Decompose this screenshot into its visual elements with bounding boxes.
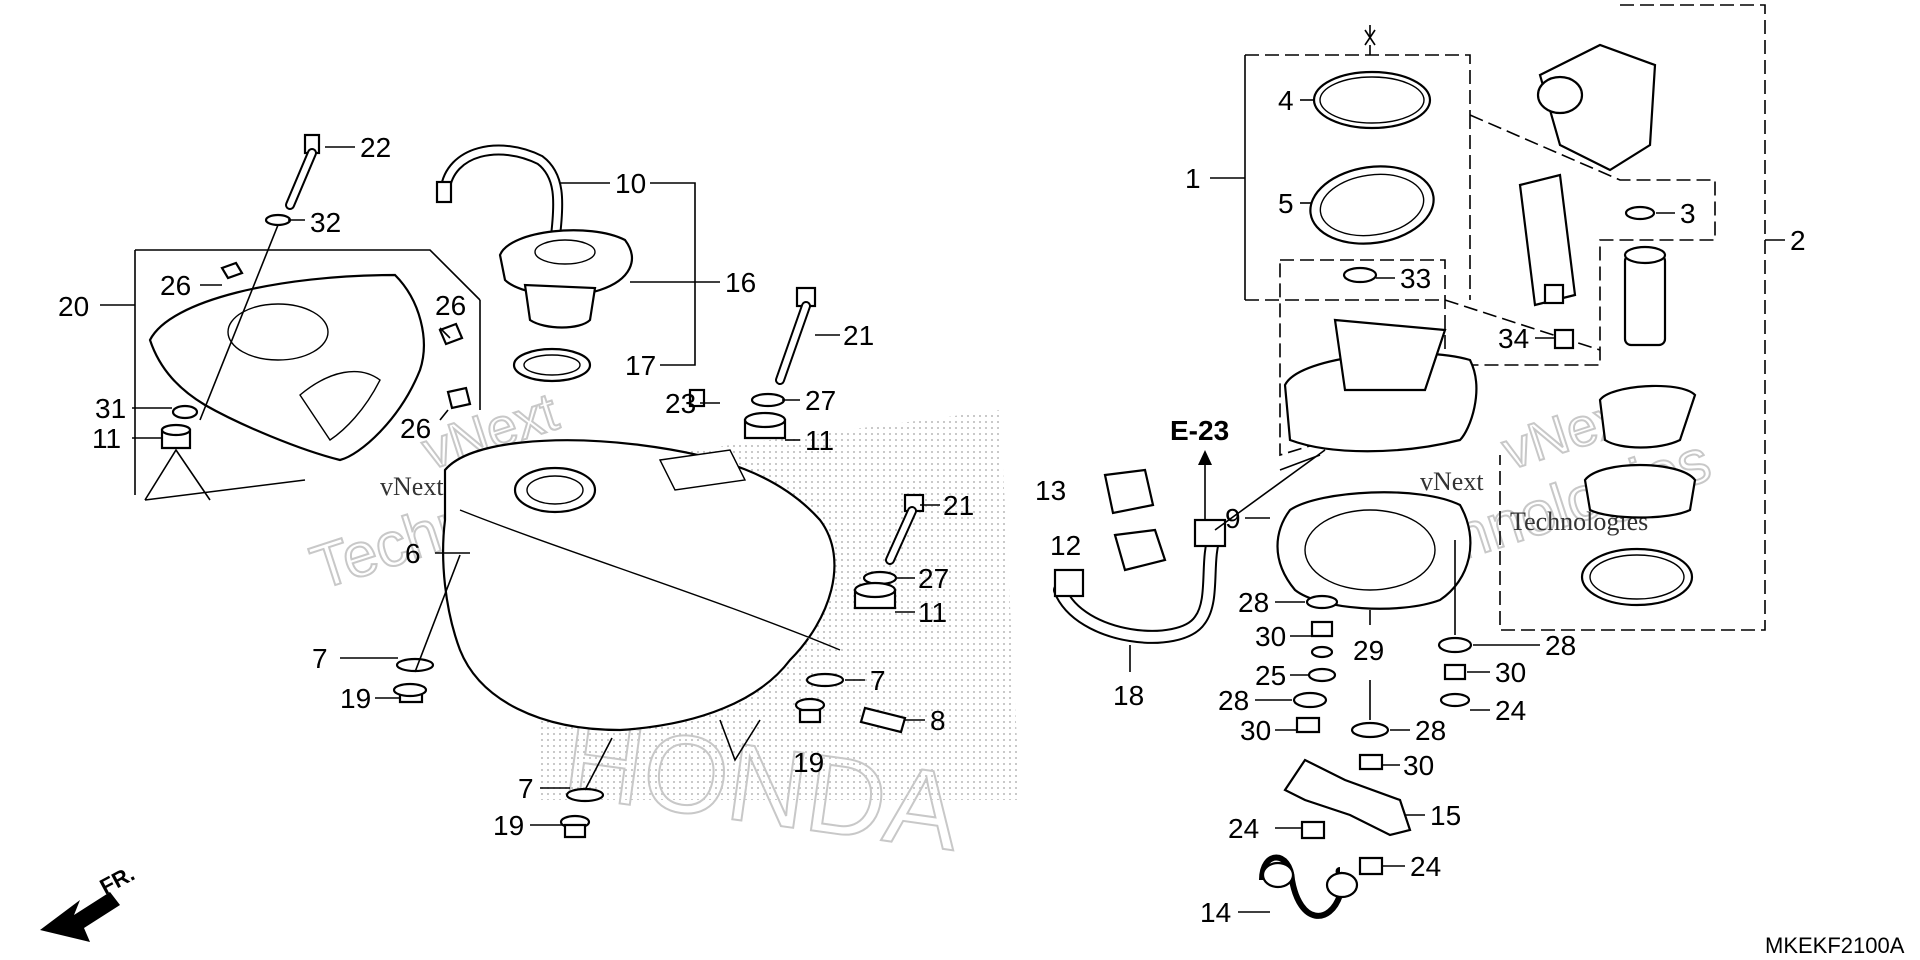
- callout-30: 30: [1240, 715, 1271, 746]
- callout-6: 6: [405, 538, 421, 569]
- callout-12: 12: [1050, 530, 1081, 561]
- callout-9: 9: [1225, 503, 1241, 534]
- callout-24: 24: [1410, 851, 1441, 882]
- callout-19: 19: [793, 747, 824, 778]
- tank-cover-group: [100, 133, 481, 501]
- watermark-vnext-small-right: vNext: [1420, 467, 1484, 496]
- callout-11: 11: [805, 425, 834, 456]
- callout-28: 28: [1545, 630, 1576, 661]
- callout-33: 33: [1400, 263, 1431, 294]
- callout-18: 18: [1113, 680, 1144, 711]
- callout-10: 10: [615, 168, 646, 199]
- callout-22: 22: [360, 132, 391, 163]
- callout-28: 28: [1238, 587, 1269, 618]
- callout-numbers: 22 32 26 20 26 26 31 11 10 16 17 21 23 2…: [58, 85, 1806, 928]
- callout-13: 13: [1035, 475, 1066, 506]
- callout-26: 26: [160, 270, 191, 301]
- callout-30: 30: [1403, 750, 1434, 781]
- callout-20: 20: [58, 291, 89, 322]
- callout-21: 21: [843, 320, 874, 351]
- front-direction-indicator: FR.: [40, 861, 139, 942]
- callout-26: 26: [400, 413, 431, 444]
- callout-4: 4: [1278, 85, 1294, 116]
- front-direction-label: FR.: [96, 861, 139, 900]
- reference-label: E-23: [1170, 415, 1229, 446]
- front-arrow-icon: [40, 892, 120, 942]
- callout-25: 25: [1255, 660, 1286, 691]
- callout-11: 11: [92, 423, 121, 454]
- callout-5: 5: [1278, 188, 1294, 219]
- callout-11: 11: [918, 597, 947, 628]
- callout-19: 19: [493, 810, 524, 841]
- callout-27: 27: [805, 385, 836, 416]
- callout-24: 24: [1228, 813, 1259, 844]
- callout-24: 24: [1495, 695, 1526, 726]
- callout-2: 2: [1790, 225, 1806, 256]
- callout-1: 1: [1185, 163, 1201, 194]
- callout-30: 30: [1495, 657, 1526, 688]
- callout-34: 34: [1498, 323, 1529, 354]
- callout-26: 26: [435, 290, 466, 321]
- callout-23: 23: [665, 388, 696, 419]
- callout-29: 29: [1353, 635, 1384, 666]
- hose-gasket-group: [1053, 449, 1540, 919]
- callout-14: 14: [1200, 897, 1231, 928]
- fuel-tank: [340, 286, 940, 839]
- callout-30: 30: [1255, 621, 1286, 652]
- callout-19: 19: [340, 683, 371, 714]
- callout-16: 16: [725, 267, 756, 298]
- callout-8: 8: [930, 705, 946, 736]
- callout-21: 21: [943, 490, 974, 521]
- fuel-cap-group: [435, 144, 720, 383]
- callout-27: 27: [918, 563, 949, 594]
- callout-3: 3: [1680, 198, 1696, 229]
- callout-28: 28: [1415, 715, 1446, 746]
- callout-15: 15: [1430, 800, 1461, 831]
- callout-17: 17: [625, 350, 656, 381]
- callout-7: 7: [518, 773, 534, 804]
- callout-28: 28: [1218, 685, 1249, 716]
- watermark-vnext-small-left: vNext: [380, 472, 444, 501]
- callout-32: 32: [310, 207, 341, 238]
- callout-31: 31: [95, 393, 126, 424]
- diagram-code: MKEKF2100A: [1765, 933, 1905, 958]
- fuel-pump-group: [1210, 4, 1785, 631]
- callout-7: 7: [312, 643, 328, 674]
- callout-7: 7: [870, 665, 886, 696]
